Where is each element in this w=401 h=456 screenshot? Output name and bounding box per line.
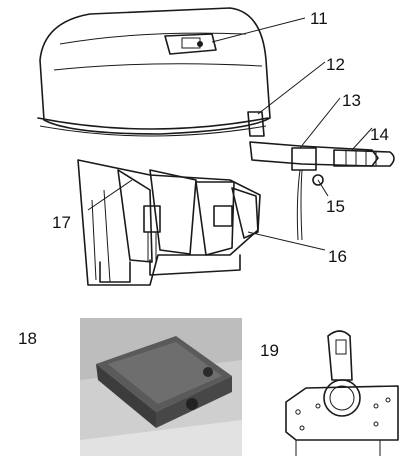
remote-box-photo: [80, 318, 242, 456]
callout-12: 12: [326, 55, 345, 74]
control-lever-illustration: [285, 330, 399, 456]
callout-11: 11: [310, 9, 328, 28]
callout-19: 19: [260, 341, 279, 360]
callout-14: 14: [370, 125, 389, 144]
callout-13: 13: [342, 91, 361, 110]
callout-18: 18: [18, 329, 37, 348]
leader-lines: [87, 17, 373, 251]
callout-15: 15: [326, 197, 345, 216]
outboard-motor-illustration: [37, 7, 395, 286]
callout-17: 17: [52, 213, 71, 232]
callout-labels: 11 12 13 14 15 16 17 18 19: [18, 9, 389, 360]
callout-16: 16: [328, 247, 347, 266]
